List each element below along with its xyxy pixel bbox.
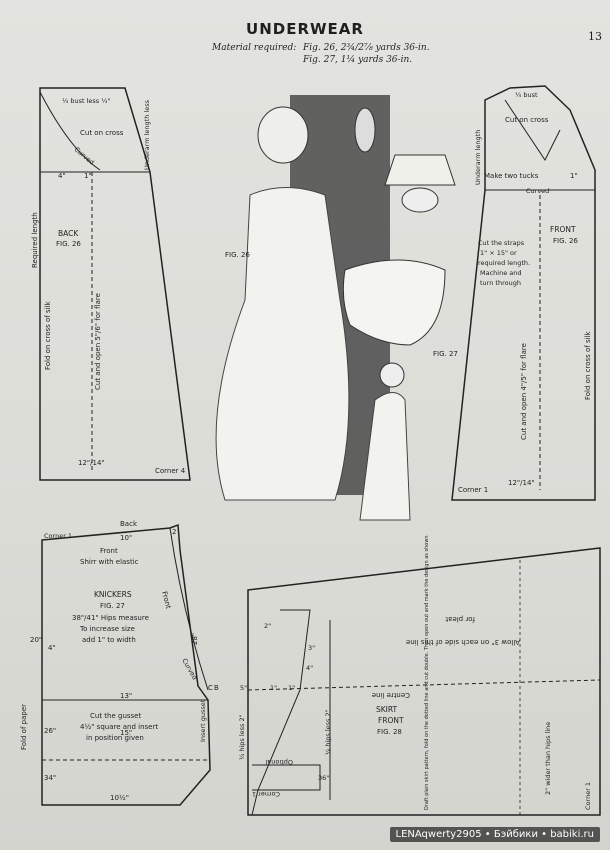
back-corner: Corner 4 [155, 467, 186, 475]
back-fold: Fold on cross of silk [44, 300, 52, 370]
skirt-dim-3: 3" [308, 644, 315, 652]
skirt-dim-1b: 1" [288, 684, 295, 692]
front-hem: 12"/14" [508, 479, 535, 487]
knickers-fig: FIG. 27 [100, 602, 125, 610]
skirt-centre-line: Centre line [372, 691, 410, 699]
skirt-wider: 2" wider than hips line [544, 722, 552, 795]
front-straps-2: 1" × 15" or [480, 249, 517, 257]
knickers-fold: Fold of paper [20, 704, 28, 750]
skirt-corner-right: Corner 1 [584, 782, 592, 810]
back-underarm-length: Underarm length less [143, 99, 151, 170]
knickers-increase-1: To increase size [79, 625, 135, 633]
knickers-dim-10b: 10½" [110, 794, 129, 802]
knickers-front-side: Front [160, 590, 172, 609]
knickers-dim-4: 4" [48, 644, 56, 652]
back-hem: 12"/14" [78, 459, 105, 467]
knickers-dim-15: 15" [120, 729, 132, 737]
skirt-allow: Allow 3" on each side of this line [406, 638, 520, 646]
front-straps-3: required length. [478, 259, 530, 267]
illustration-fig26: FIG. 26 [225, 251, 250, 259]
front-name: FRONT [550, 225, 576, 234]
knickers-name: KNICKERS [94, 590, 132, 599]
front-make-tucks: Make two tucks [484, 172, 539, 180]
skirt-fig: FIG. 28 [377, 728, 402, 736]
knickers-corner: Corner 1 [44, 532, 72, 540]
material-label: Material required: [212, 43, 297, 53]
material-line-1: Fig. 26, 2¾/2⅞ yards 36-in. [303, 43, 430, 53]
knickers-pattern-outline [41, 523, 211, 806]
skirt-dim-36: 36" [318, 774, 329, 782]
back-required-length: Required length [31, 212, 39, 268]
knickers-back: Back [120, 520, 138, 528]
front-straps-1: Cut the straps [478, 239, 525, 247]
page-number: 13 [588, 30, 602, 43]
knickers-dim-10: 10" [120, 534, 132, 542]
front-cut-open: Cut and open 4"/5" for flare [520, 343, 528, 440]
back-dim-4: 4" [58, 172, 66, 180]
knickers-shirr: Shirr with elastic [80, 558, 139, 566]
back-dim-1: 1" [84, 172, 92, 180]
front-underarm-length: Underarm length [474, 130, 482, 185]
knickers-gusset-3: in position given [86, 734, 144, 742]
front-dim-1: 1" [570, 172, 578, 180]
front-straps-5: turn through [480, 279, 521, 287]
knickers-dim-2: 2 [172, 528, 176, 536]
knickers-dim-26: 26" [44, 727, 56, 735]
knickers-insert-gusset: Insert gusset [199, 699, 207, 742]
front-curved: Curved [526, 187, 549, 195]
skirt-dim-5: 5" [240, 684, 247, 692]
page-title: UNDERWEAR [246, 20, 364, 38]
skirt-front: FRONT [378, 716, 404, 725]
knickers-increase-2: add 1" to width [82, 636, 136, 644]
knickers-point-b: B [214, 684, 219, 692]
skirt-hips-less-left: ¼ hips less 2" [238, 714, 246, 760]
knickers-dim-20: 20" [30, 636, 42, 644]
skirt-dim-4: 4" [306, 664, 313, 672]
back-name: BACK [58, 229, 79, 238]
knickers-gusset-2: 4½" square and insert [80, 723, 158, 731]
knickers-dim-34: 34" [44, 774, 56, 782]
back-pattern-outline [39, 87, 191, 481]
knickers-hips: 38"/41" Hips measure [72, 614, 149, 622]
watermark: LENAqwerty2905 • Бэйбики • babiki.ru [389, 827, 600, 842]
knickers-dim-28: 28" [191, 633, 199, 645]
skirt-for-pleat: for pleat [445, 615, 475, 623]
skirt-optional: Optional [265, 758, 293, 766]
front-bust: ¼ bust [515, 91, 538, 99]
front-fig: FIG. 26 [553, 237, 578, 245]
skirt-name: SKIRT [376, 705, 398, 714]
skirt-dim-1a: 1" [270, 684, 277, 692]
back-curved: Curved [73, 145, 96, 166]
back-bust-less: ¼ bust less ¼" [62, 97, 111, 105]
knickers-point-c: C [208, 684, 213, 692]
front-cut-on-cross: Cut on cross [505, 116, 549, 124]
front-fold: Fold on cross of silk [584, 330, 592, 400]
skirt-dim-2: 2" [264, 622, 271, 630]
front-pattern-outline [451, 85, 596, 501]
knickers-gusset-1: Cut the gusset [90, 712, 141, 720]
front-straps-4: Machine and [480, 269, 522, 277]
skirt-hips-less-mid: ¼ hips less 2" [324, 709, 332, 755]
skirt-corner-bottom: Corner 1 [252, 790, 280, 798]
knickers-dim-13: 13" [120, 692, 132, 700]
back-fig: FIG. 26 [56, 240, 81, 248]
material-line-2: Fig. 27, 1¼ yards 36-in. [303, 55, 413, 65]
knickers-front: Front [100, 547, 118, 555]
back-cut-on-cross: Cut on cross [80, 129, 124, 137]
back-cut-open: Cut and open 5"/6" for flare [94, 293, 102, 390]
skirt-pattern-outline [247, 547, 601, 816]
skirt-draft-note: Draft plain skirt pattern, fold on the d… [424, 535, 430, 810]
illustration-fig27: FIG. 27 [433, 350, 458, 358]
illustration-figures [215, 95, 456, 521]
front-corner: Corner 1 [458, 486, 488, 494]
